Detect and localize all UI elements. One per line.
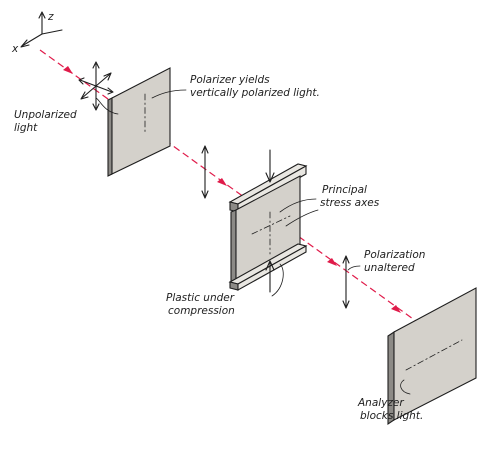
beam-arrow-4 xyxy=(391,305,401,313)
leader-polarization xyxy=(347,265,361,271)
leader-lines xyxy=(95,89,411,395)
leader-polarizer xyxy=(151,89,187,99)
x-axis-label: x xyxy=(11,43,19,55)
x-axis-arrow xyxy=(20,39,30,48)
label-stress-axes-line1: Principal xyxy=(322,184,367,196)
label-polarization-line2: unaltered xyxy=(364,262,415,274)
beam-arrow-3 xyxy=(327,258,337,266)
label-polarization: Polarization unaltered xyxy=(364,249,425,274)
leader-stress-2 xyxy=(285,209,319,227)
beam-arrow-2 xyxy=(217,178,227,186)
analyzer-axis xyxy=(405,339,463,371)
label-unpolarized-line2: light xyxy=(14,122,38,134)
z-axis-arrow xyxy=(38,11,46,19)
label-analyzer: Analyzer blocks light. xyxy=(357,397,423,422)
plastic-specimen xyxy=(228,149,308,293)
polarizer xyxy=(107,67,171,177)
label-stress-axes-line2: stress axes xyxy=(320,197,380,209)
beam-arrow-1 xyxy=(63,66,73,74)
coordinate-axes: z x xyxy=(11,11,63,55)
label-polarizer-line2: vertically polarized light. xyxy=(190,87,320,99)
x-axis-line xyxy=(21,33,43,47)
label-analyzer-line1: Analyzer xyxy=(357,397,404,409)
label-plastic-line2: compression xyxy=(168,305,235,317)
label-stress-axes: Principal stress axes xyxy=(320,184,380,209)
label-plastic: Plastic under compression xyxy=(166,292,235,317)
leader-unpolarized xyxy=(95,97,119,115)
label-unpolarized: Unpolarized light xyxy=(14,109,77,134)
analyzer xyxy=(387,287,477,426)
label-polarizer: Polarizer yields vertically polarized li… xyxy=(190,74,320,99)
leader-stress-1 xyxy=(279,198,317,213)
label-analyzer-line2: blocks light. xyxy=(360,410,423,422)
label-unpolarized-line1: Unpolarized xyxy=(14,109,77,121)
z-axis-label: z xyxy=(47,11,54,23)
y-axis-line xyxy=(41,29,63,35)
unpolarized-symbol xyxy=(78,61,114,111)
vertical-polarization-symbol-1 xyxy=(201,145,209,199)
label-polarizer-line1: Polarizer yields xyxy=(190,74,270,86)
leader-plastic xyxy=(271,263,284,297)
leader-analyzer xyxy=(400,379,411,395)
vertical-polarization-symbol-2 xyxy=(342,255,350,309)
label-plastic-line1: Plastic under xyxy=(166,292,235,304)
label-polarization-line1: Polarization xyxy=(364,249,425,261)
